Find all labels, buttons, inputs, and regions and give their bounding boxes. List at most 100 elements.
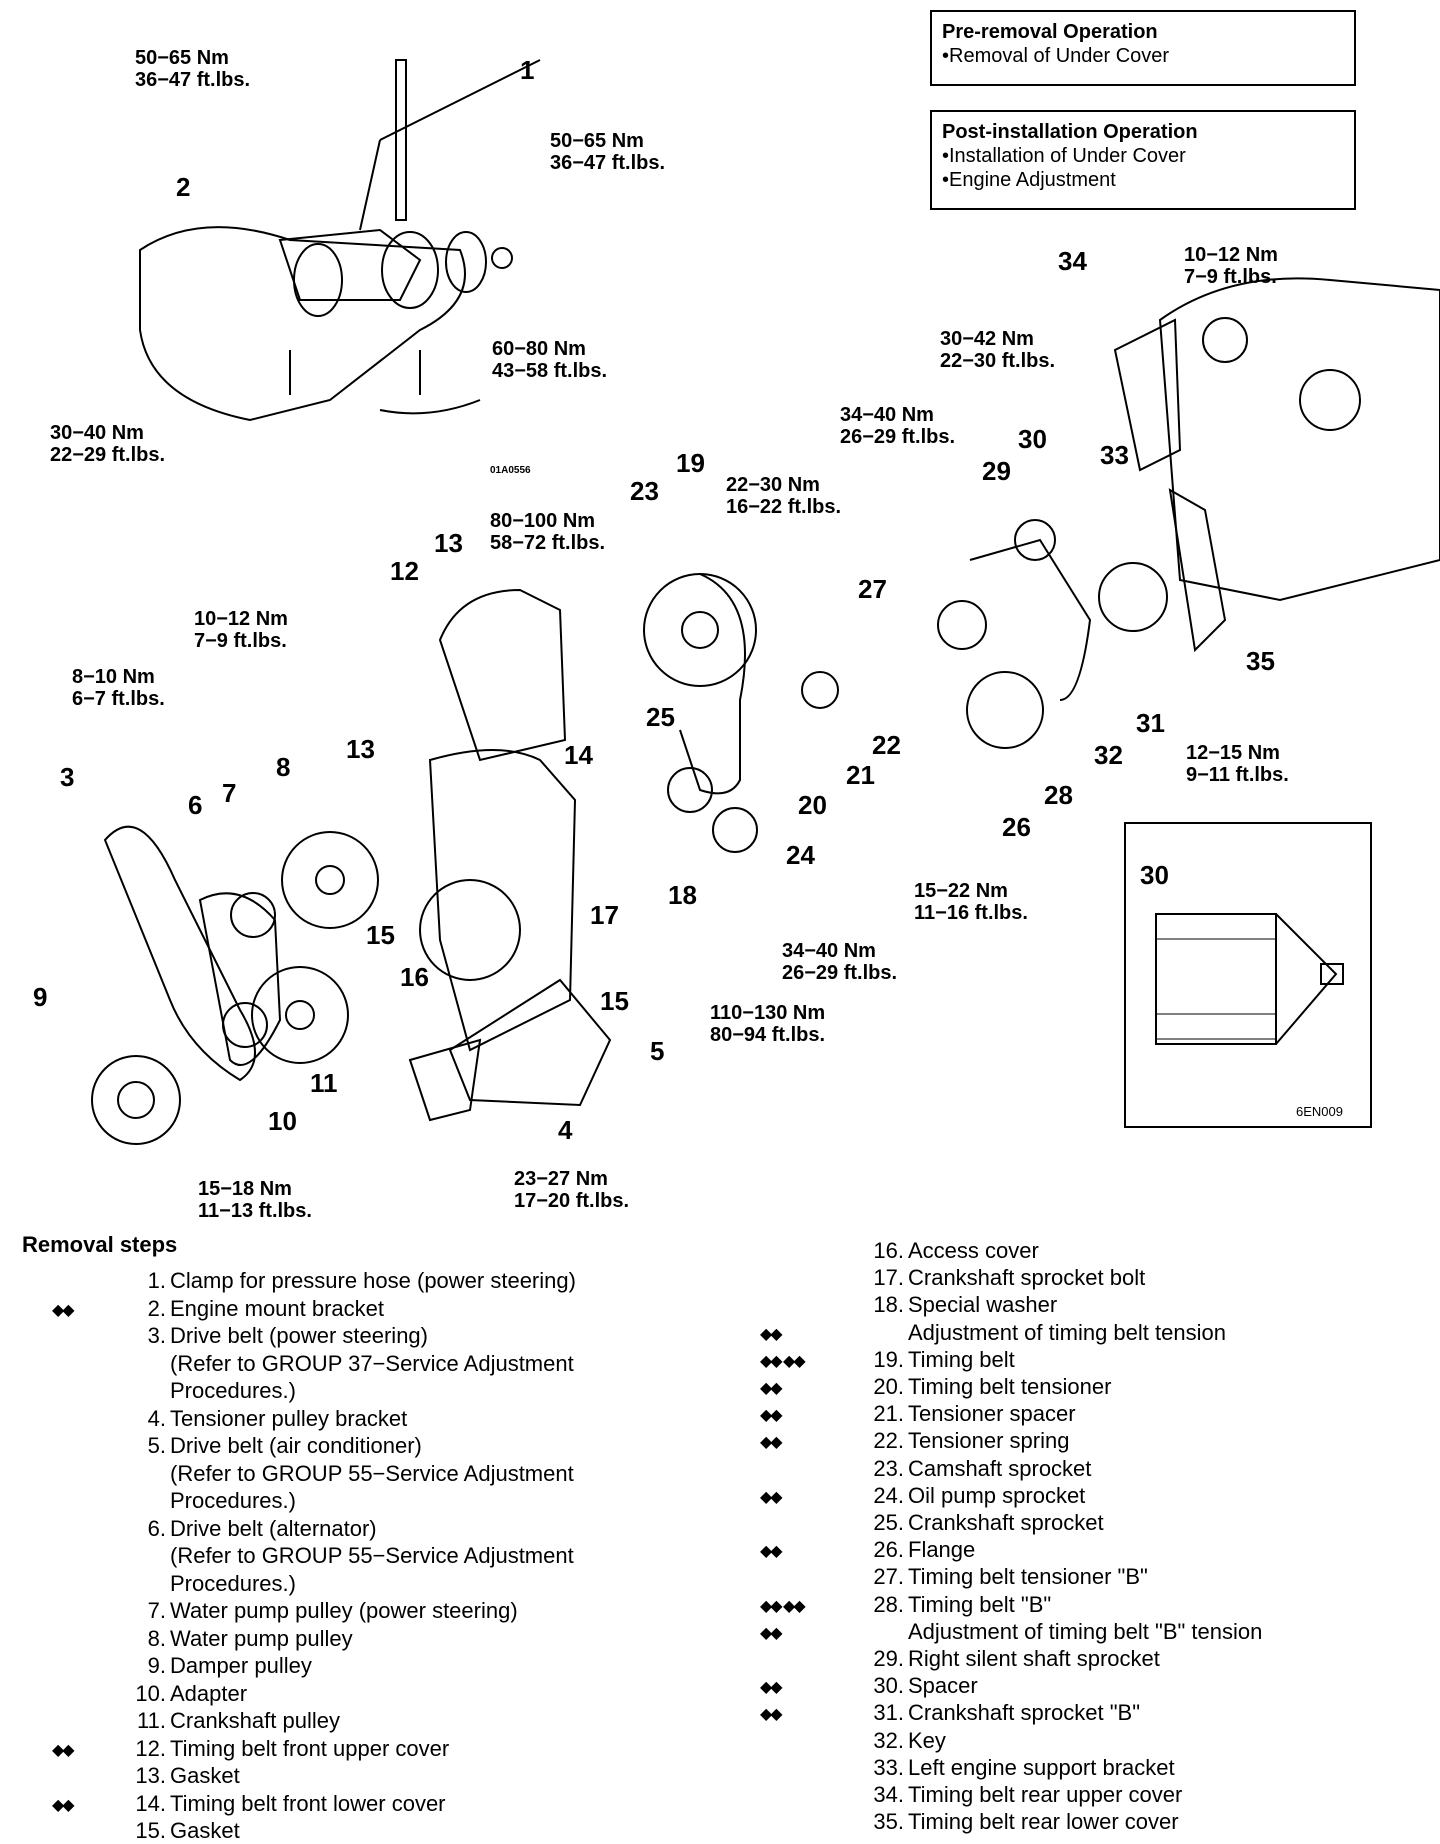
service-point-mark: ◆◆ — [760, 1434, 783, 1452]
removal-step: Timing belt rear lower cover — [908, 1809, 1179, 1835]
removal-step-number: 26. — [873, 1537, 904, 1563]
service-point-mark: ◆◆ — [760, 1488, 783, 1506]
callout-18: 18 — [668, 880, 697, 910]
callout-32: 32 — [1094, 740, 1123, 770]
callout-25: 25 — [646, 702, 675, 732]
removal-step: Spacer — [908, 1673, 978, 1699]
removal-step-number: 29. — [873, 1646, 904, 1671]
removal-step-number: 27. — [873, 1564, 904, 1590]
removal-step-number: 18. — [873, 1292, 904, 1318]
callout-7: 7 — [222, 778, 237, 808]
removal-step: (Refer to GROUP 37−Service Adjustment — [170, 1350, 574, 1376]
removal-step: (Refer to GROUP 55−Service Adjustment — [170, 1543, 574, 1568]
removal-step: Clamp for pressure hose (power steering) — [170, 1268, 576, 1293]
callout-26: 26 — [1002, 812, 1031, 842]
exploded-view-drawing — [91, 59, 1440, 1145]
removal-step-number: 14. — [135, 1790, 166, 1816]
removal-step-number: 24. — [873, 1482, 904, 1508]
removal-step: (Refer to GROUP 55−Service Adjustment — [170, 1460, 574, 1486]
timing-covers — [419, 588, 577, 1052]
removal-step-number: 9. — [147, 1653, 166, 1678]
removal-step: Flange — [908, 1537, 976, 1563]
removal-step: Drive belt (power steering) — [170, 1323, 428, 1348]
callout-27: 27 — [858, 574, 887, 604]
post-installation-item: •Engine Adjustment — [942, 169, 1116, 191]
removal-steps-title: Removal steps — [22, 1232, 178, 1257]
removal-step: Engine mount bracket — [170, 1295, 385, 1321]
callout-12: 12 — [390, 556, 419, 586]
removal-step: Adjustment of timing belt "B" tension — [908, 1618, 1263, 1644]
removal-step-number: 5. — [147, 1433, 166, 1458]
engine-mount-assembly — [139, 59, 541, 422]
removal-step: Water pump pulley — [170, 1625, 353, 1651]
post-installation-box: Post-installation Operation •Installatio… — [930, 110, 1356, 210]
callout-11: 11 — [310, 1068, 338, 1098]
callout-33: 33 — [1100, 440, 1129, 470]
removal-step-number: 12. — [135, 1735, 166, 1761]
removal-step: Procedures.) — [170, 1378, 296, 1403]
callout-6: 6 — [188, 790, 203, 820]
callout-19: 19 — [676, 448, 705, 478]
callout-15: 15 — [366, 920, 395, 950]
removal-step-number: 21. — [873, 1401, 904, 1427]
removal-step-number: 8. — [147, 1625, 166, 1651]
removal-step-number: 2. — [147, 1295, 166, 1321]
service-point-mark: ◆◆ — [760, 1679, 783, 1697]
service-point-mark: ◆◆ — [760, 1543, 783, 1561]
removal-step: Access cover — [908, 1238, 1039, 1263]
removal-step-number: 11. — [137, 1708, 166, 1733]
callout-15b: 15 — [600, 986, 629, 1016]
callout-22: 22 — [872, 730, 901, 760]
callout-17: 17 — [590, 900, 619, 930]
callout-8: 8 — [276, 752, 291, 782]
callout-30: 30 — [1018, 424, 1047, 454]
pre-removal-box: Pre-removal Operation •Removal of Under … — [930, 10, 1356, 86]
removal-step: Tensioner spacer — [908, 1401, 1076, 1427]
removal-step: Timing belt — [908, 1346, 1015, 1372]
removal-step-number: 28. — [873, 1591, 904, 1617]
removal-step: Left engine support bracket — [908, 1754, 1175, 1780]
removal-step-number: 31. — [873, 1700, 904, 1726]
removal-step: Timing belt tensioner — [908, 1374, 1112, 1399]
removal-step-number: 7. — [147, 1598, 166, 1623]
service-point-mark: ◆◆ ◆◆ — [760, 1597, 806, 1615]
removal-step-number: 35. — [873, 1809, 904, 1835]
callout-10: 10 — [268, 1106, 297, 1136]
inset-callout-30: 30 — [1140, 860, 1169, 890]
service-point-mark: ◆◆ — [760, 1706, 783, 1724]
removal-step-number: 25. — [873, 1510, 904, 1535]
removal-step: Crankshaft sprocket "B" — [908, 1700, 1141, 1726]
removal-step-number: 30. — [873, 1673, 904, 1699]
removal-step: Right silent shaft sprocket — [908, 1646, 1160, 1671]
removal-step-number: 34. — [873, 1782, 904, 1807]
callout-13: 13 — [434, 528, 463, 558]
callout-1: 1 — [520, 55, 535, 85]
removal-step-number: 17. — [873, 1265, 904, 1291]
removal-step: Camshaft sprocket — [908, 1455, 1092, 1481]
callout-35: 35 — [1246, 646, 1275, 676]
callout-31: 31 — [1136, 708, 1165, 738]
removal-step: Timing belt tensioner "B" — [908, 1564, 1148, 1590]
service-point-mark: ◆◆ — [52, 1741, 75, 1759]
callout-34: 34 — [1058, 246, 1087, 276]
removal-step: Tensioner pulley bracket — [170, 1405, 408, 1431]
callout-4: 4 — [558, 1115, 573, 1145]
spacer-detail-drawing — [1155, 913, 1344, 1045]
callout-14: 14 — [564, 740, 593, 770]
removal-step-number: 4. — [147, 1405, 166, 1431]
removal-step: Timing belt rear upper cover — [908, 1782, 1183, 1807]
post-installation-title: Post-installation Operation — [942, 121, 1198, 143]
callout-23: 23 — [630, 476, 659, 506]
removal-step-number: 16. — [873, 1238, 904, 1263]
inset-code: 6EN009 — [1296, 1104, 1343, 1119]
callout-3: 3 — [60, 762, 75, 792]
